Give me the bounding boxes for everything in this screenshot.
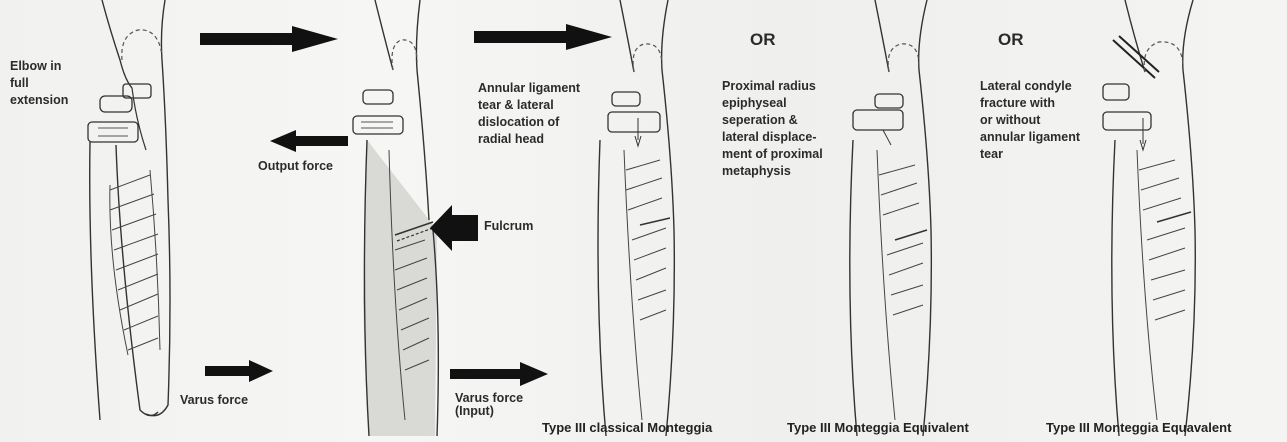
caption-type-iii-classical: Type III classical Monteggia xyxy=(542,420,712,435)
caption-type-iii-equivalent-2: Type III Monteggia Equavalent xyxy=(1046,420,1231,435)
output-force-arrow xyxy=(270,130,350,152)
label-output-force: Output force xyxy=(258,158,333,175)
or-label-2: OR xyxy=(998,30,1024,50)
label-varus-force-input: Varus force (Input) xyxy=(455,392,523,418)
label-elbow-full-extension: Elbow in full extension xyxy=(10,58,68,109)
label-lateral-condyle: Lateral condyle fracture with or without… xyxy=(980,78,1080,163)
transition-arrow-1 xyxy=(200,26,340,52)
varus-force-arrow-1 xyxy=(205,360,275,382)
label-fulcrum: Fulcrum xyxy=(484,218,533,235)
label-proximal-radius: Proximal radius epiphyseal seperation & … xyxy=(722,78,823,180)
or-label-1: OR xyxy=(750,30,776,50)
fulcrum-arrow xyxy=(430,205,480,251)
forearm-bones-classical-monteggia xyxy=(580,0,690,442)
varus-force-input-arrow xyxy=(450,362,550,386)
caption-type-iii-equivalent-1: Type III Monteggia Equivalent xyxy=(787,420,969,435)
forearm-bones-equivalent-2 xyxy=(1095,0,1205,442)
label-annular-ligament-tear: Annular ligament tear & lateral dislocat… xyxy=(478,80,580,148)
forearm-bones-extension xyxy=(80,0,210,442)
label-varus-force: Varus force xyxy=(180,392,248,409)
forearm-bones-equivalent-1 xyxy=(835,0,945,442)
